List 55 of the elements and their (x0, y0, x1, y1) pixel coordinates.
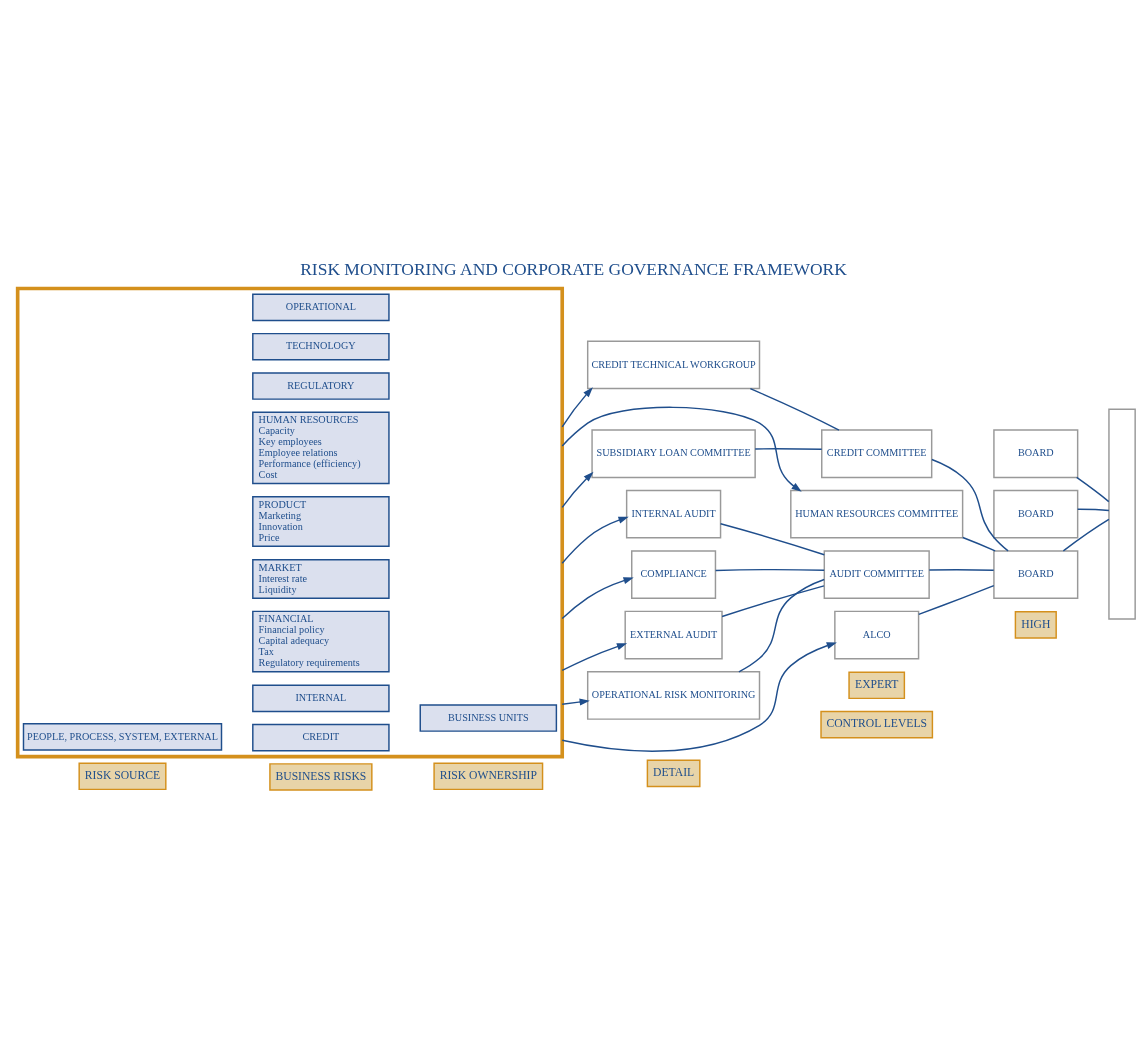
node-box: OPERATIONAL RISK MONITORING (586, 670, 761, 720)
node-box: BOARD (993, 549, 1079, 599)
node-box: INTERNAL (252, 684, 390, 712)
node-box: COMPLIANCE (631, 549, 717, 599)
connector (918, 584, 995, 615)
node-box: SUBSIDIARY LOAN COMMITTEE (591, 428, 756, 478)
node-box: EXTERNAL AUDIT (624, 610, 723, 659)
node-box (1108, 408, 1136, 620)
connector (749, 387, 840, 431)
connector (1076, 508, 1110, 511)
arrow (561, 516, 629, 564)
node-box: CREDIT COMMITTEE (821, 428, 933, 478)
node-box: RISK SOURCE (78, 761, 167, 790)
arrow (561, 642, 628, 671)
connector (719, 522, 825, 555)
diagram-title: RISK MONITORING AND CORPORATE GOVERNANCE FRAMEWORK (300, 258, 847, 279)
node-box: DETAIL (646, 759, 701, 787)
connector (738, 578, 825, 672)
node-box: HIGH (1014, 610, 1057, 639)
arrow (561, 641, 837, 752)
node-box: REGULATORY (252, 371, 390, 400)
arrow (561, 576, 634, 619)
node-box: AUDIT COMMITTEE (823, 549, 930, 599)
node-box: BUSINESS UNITS (419, 703, 558, 732)
node-box: BUSINESS RISKS (269, 762, 373, 791)
connector (928, 568, 995, 571)
node-box: PRODUCT Marketing Innovation Price (252, 495, 390, 547)
node-box: BOARD (993, 428, 1079, 478)
connector (1062, 518, 1110, 552)
arrow (561, 386, 593, 428)
arrow (561, 697, 590, 706)
node-box: HUMAN RESOURCES COMMITTEE (790, 489, 964, 539)
node-box: HUMAN RESOURCES Capacity Key employees Employee relations Performance (efficiency) Cost (252, 411, 390, 484)
connector (1075, 476, 1110, 502)
node-box: RISK OWNERSHIP (433, 761, 544, 790)
node-box: TECHNOLOGY (252, 332, 390, 361)
arrow (561, 471, 594, 508)
connector (931, 458, 1009, 552)
node-box: INTERNAL AUDIT (625, 489, 722, 539)
connector (721, 584, 825, 617)
node-box: BOARD (993, 489, 1079, 539)
node-box: FINANCIAL Financial policy Capital adequacy Tax Regulatory requirements (252, 610, 390, 672)
arrow (561, 406, 802, 492)
node-box: OPERATIONAL (252, 293, 390, 321)
node-box: PEOPLE, PROCESS, SYSTEM, EXTERNAL (22, 722, 223, 751)
cluster (15, 286, 565, 758)
node-box: EXPERT (848, 670, 906, 699)
connector (714, 568, 825, 571)
connector (754, 447, 823, 450)
node-box: CREDIT (252, 723, 390, 751)
connector (962, 536, 996, 552)
node-box: MARKET Interest rate Liquidity (252, 558, 390, 599)
node-box: ALCO (834, 610, 920, 659)
node-box: CREDIT TECHNICAL WORKGROUP (586, 340, 761, 389)
node-box: CONTROL LEVELS (820, 710, 934, 738)
